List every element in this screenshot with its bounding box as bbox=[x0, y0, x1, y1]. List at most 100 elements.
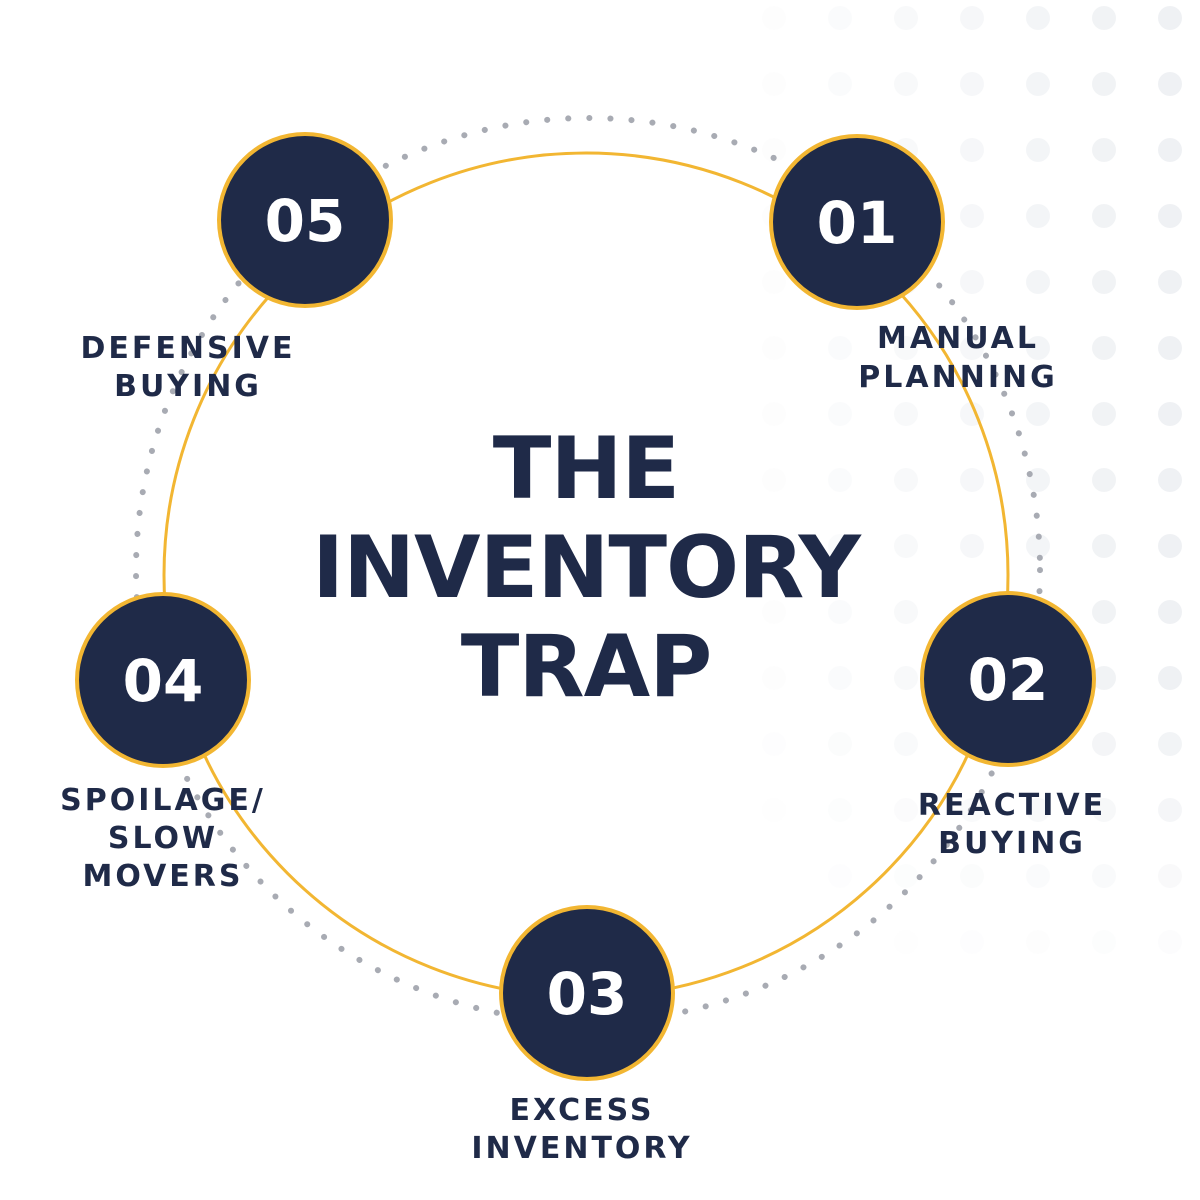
pattern-dot bbox=[828, 732, 852, 756]
step-05-node bbox=[217, 132, 393, 308]
pattern-dot bbox=[1026, 204, 1050, 228]
step-03-label-line-1: EXCESS bbox=[510, 1093, 655, 1128]
pattern-dot bbox=[1158, 72, 1182, 96]
pattern-dot bbox=[762, 666, 786, 690]
step-05-label-line-2: BUYING bbox=[114, 369, 262, 404]
step-02-label-line-2: BUYING bbox=[938, 826, 1086, 861]
pattern-dot bbox=[1092, 468, 1116, 492]
pattern-dot bbox=[1026, 402, 1050, 426]
step-02-label-line-1: REACTIVE bbox=[918, 788, 1106, 823]
pattern-dot bbox=[762, 534, 786, 558]
pattern-dot bbox=[1158, 534, 1182, 558]
pattern-dot bbox=[1158, 270, 1182, 294]
step-04-label-line-2: SLOW bbox=[108, 821, 218, 856]
pattern-dot bbox=[1158, 138, 1182, 162]
pattern-dot bbox=[894, 666, 918, 690]
pattern-dot bbox=[1092, 666, 1116, 690]
step-04-label-line-1: SPOILAGE/ bbox=[60, 783, 266, 818]
title-line-2: INVENTORY bbox=[312, 518, 863, 618]
step-03-label-line-2: INVENTORY bbox=[471, 1131, 692, 1166]
pattern-dot bbox=[1092, 204, 1116, 228]
step-03-node bbox=[499, 905, 675, 1081]
pattern-dot bbox=[1092, 138, 1116, 162]
pattern-dot bbox=[1092, 732, 1116, 756]
pattern-dot bbox=[894, 72, 918, 96]
step-04: 04 SPOILAGE/ SLOW MOVERS bbox=[60, 592, 266, 894]
step-01-label-line-2: PLANNING bbox=[858, 360, 1057, 395]
pattern-dot bbox=[1092, 864, 1116, 888]
pattern-dot bbox=[1026, 270, 1050, 294]
pattern-dot bbox=[828, 864, 852, 888]
step-04-number: 04 bbox=[123, 647, 204, 715]
pattern-dot bbox=[762, 732, 786, 756]
pattern-dot bbox=[828, 336, 852, 360]
pattern-dot bbox=[1092, 534, 1116, 558]
title-line-3: TRAP bbox=[461, 617, 711, 717]
step-05-number: 05 bbox=[265, 187, 346, 255]
step-04-label-line-3: MOVERS bbox=[83, 859, 244, 894]
pattern-dot bbox=[1158, 402, 1182, 426]
step-04-node bbox=[75, 592, 251, 768]
pattern-dot bbox=[894, 798, 918, 822]
pattern-dot bbox=[894, 336, 918, 360]
pattern-dot bbox=[1158, 204, 1182, 228]
step-02: 02 REACTIVE BUYING bbox=[918, 591, 1106, 861]
pattern-dot bbox=[960, 270, 984, 294]
pattern-dot bbox=[828, 72, 852, 96]
pattern-dot bbox=[762, 402, 786, 426]
center-title: THE INVENTORY TRAP bbox=[312, 419, 864, 717]
pattern-dot bbox=[762, 6, 786, 30]
pattern-dot bbox=[1092, 798, 1116, 822]
step-01-number: 01 bbox=[817, 189, 898, 257]
step-02-node bbox=[920, 591, 1096, 767]
pattern-dot bbox=[828, 402, 852, 426]
pattern-dot bbox=[1092, 336, 1116, 360]
pattern-dot bbox=[1158, 666, 1182, 690]
pattern-dot bbox=[1092, 270, 1116, 294]
step-05-label-line-1: DEFENSIVE bbox=[81, 331, 296, 366]
pattern-dot bbox=[894, 402, 918, 426]
pattern-dot bbox=[762, 72, 786, 96]
pattern-dot bbox=[762, 270, 786, 294]
pattern-dot bbox=[960, 204, 984, 228]
pattern-dot bbox=[1026, 336, 1050, 360]
pattern-dot bbox=[828, 468, 852, 492]
pattern-dot bbox=[960, 336, 984, 360]
pattern-dot bbox=[894, 534, 918, 558]
step-03: 03 EXCESS INVENTORY bbox=[471, 905, 692, 1166]
step-03-number: 03 bbox=[547, 960, 628, 1028]
pattern-dot bbox=[960, 930, 984, 954]
pattern-dot bbox=[1158, 798, 1182, 822]
pattern-dot bbox=[960, 864, 984, 888]
pattern-dot bbox=[894, 864, 918, 888]
pattern-dot bbox=[894, 732, 918, 756]
pattern-dot bbox=[1158, 336, 1182, 360]
pattern-dot bbox=[1158, 600, 1182, 624]
pattern-dot bbox=[894, 930, 918, 954]
pattern-dot bbox=[1026, 72, 1050, 96]
pattern-dot bbox=[960, 138, 984, 162]
pattern-dot bbox=[1092, 402, 1116, 426]
pattern-dot bbox=[828, 666, 852, 690]
pattern-dot bbox=[762, 600, 786, 624]
pattern-dot bbox=[762, 798, 786, 822]
pattern-dot bbox=[828, 6, 852, 30]
pattern-dot bbox=[1026, 138, 1050, 162]
title-line-1: THE bbox=[493, 419, 679, 519]
pattern-dot bbox=[960, 6, 984, 30]
dotted-outer-ring bbox=[133, 115, 1043, 1025]
pattern-dot bbox=[828, 600, 852, 624]
pattern-dot bbox=[828, 534, 852, 558]
pattern-dot bbox=[894, 6, 918, 30]
step-01: 01 MANUAL PLANNING bbox=[769, 134, 1057, 395]
pattern-dot bbox=[1158, 732, 1182, 756]
pattern-dot bbox=[762, 138, 786, 162]
pattern-dot bbox=[1026, 798, 1050, 822]
pattern-dot bbox=[1092, 72, 1116, 96]
pattern-dot bbox=[1026, 534, 1050, 558]
step-01-label-line-1: MANUAL bbox=[877, 321, 1039, 356]
pattern-dot bbox=[894, 600, 918, 624]
pattern-dot bbox=[828, 798, 852, 822]
